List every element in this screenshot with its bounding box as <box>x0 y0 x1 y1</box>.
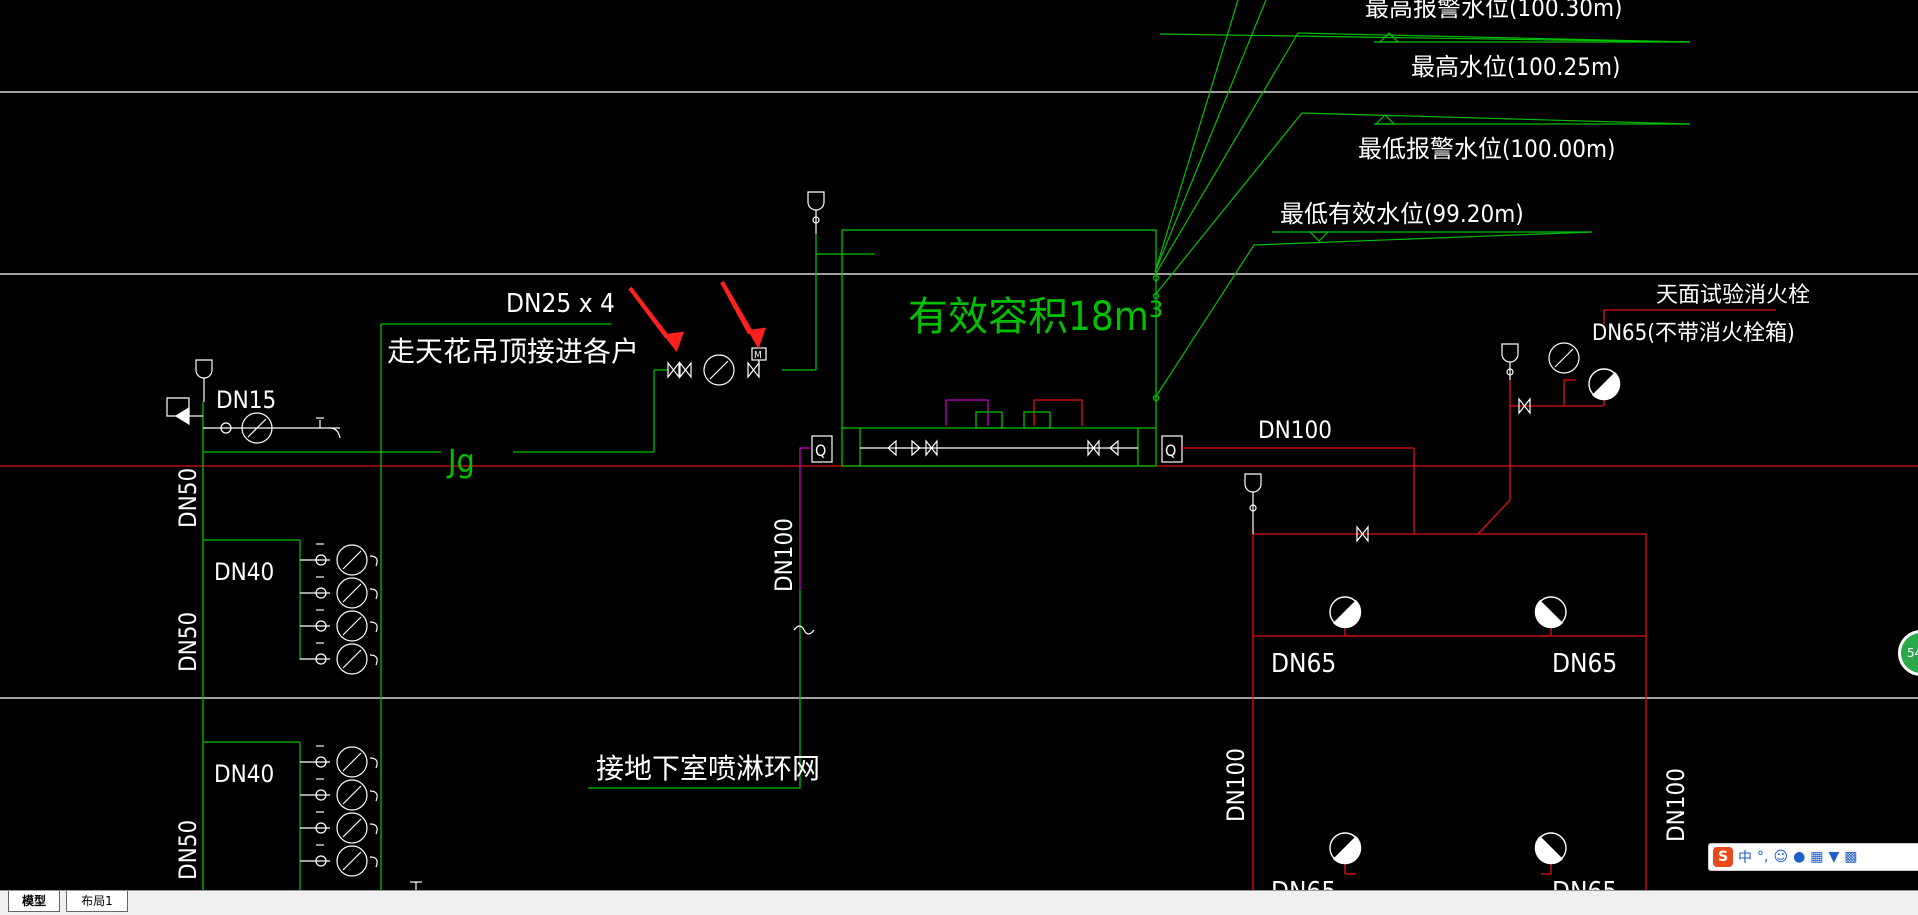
tank-outlet-valves <box>811 435 1183 463</box>
alarm-high-label: 最高报警水位(100.30m) <box>1365 0 1622 22</box>
toolbox-icon[interactable]: ▩ <box>1844 849 1858 865</box>
flow-switch-q-left: Q <box>815 441 826 460</box>
dn65-label-1: DN65 <box>1271 649 1336 679</box>
ime-mode-label[interactable]: 中 <box>1738 850 1752 866</box>
keyboard-icon[interactable]: ▦ <box>1810 849 1824 865</box>
water-level-leaders <box>1154 0 1691 399</box>
jg-pipe-label: Jg <box>446 442 475 480</box>
hydrant-pipeline <box>1182 309 1776 890</box>
tank-internal-pipes <box>945 399 1083 429</box>
tab-model[interactable]: 模型 <box>8 891 60 912</box>
flow-switch-q-right: Q <box>1165 441 1176 460</box>
dn100-right-label: DN100 <box>1662 768 1690 842</box>
min-effective-level-label: 最低有效水位(99.20m) <box>1280 200 1524 228</box>
alarm-low-label: 最低报警水位(100.00m) <box>1358 135 1615 163</box>
dn50-label-3: DN50 <box>174 820 202 880</box>
white-guide-lines <box>0 91 1918 699</box>
dn65-label-4: DN65 <box>1552 877 1617 890</box>
highest-level-label: 最高水位(100.25m) <box>1411 53 1620 81</box>
water-tank <box>816 229 1160 467</box>
inlet-valve-set <box>667 347 767 386</box>
dn40-label-1: DN40 <box>214 558 274 586</box>
dn15-label: DN15 <box>216 386 276 414</box>
sprinkler-feed-pipe <box>588 447 815 789</box>
pointer-arrow-right <box>720 280 766 349</box>
dn65-label-2: DN65 <box>1552 649 1617 679</box>
dn65-no-box-label: DN65(不带消火栓箱) <box>1592 321 1795 346</box>
ime-logo-icon[interactable]: S <box>1713 847 1733 867</box>
meter-group-lower <box>300 745 422 890</box>
dn100-mid-label: DN100 <box>770 518 798 592</box>
dn100-left-label: DN100 <box>1222 748 1250 822</box>
cad-drawing-canvas[interactable]: 最高报警水位(100.30m) 最高水位(100.25m) 最低报警水位(100… <box>0 0 1918 890</box>
microphone-icon[interactable]: ● <box>1793 849 1806 865</box>
hydrant-symbols <box>1329 368 1621 865</box>
left-meter-assembly <box>166 359 341 444</box>
meter-group-upper <box>203 539 378 890</box>
emoji-icon[interactable]: ☺ <box>1773 849 1789 865</box>
tab-layout1[interactable]: 布局1 <box>66 891 128 912</box>
dn50-label-1: DN50 <box>174 468 202 528</box>
tank-volume-label: 有效容积18m³ <box>908 294 1163 340</box>
skin-icon[interactable]: ▼ <box>1828 849 1840 865</box>
inlet-pipeline <box>202 234 817 890</box>
ceiling-route-label: 走天花吊顶接进各户 <box>387 335 639 368</box>
air-vent-top <box>807 191 825 234</box>
roof-hydrant-label: 天面试验消火栓 <box>1656 283 1810 308</box>
dn50-label-2: DN50 <box>174 612 202 672</box>
hydrant-valves <box>1244 342 1580 543</box>
sprinkler-ring-label: 接地下室喷淋环网 <box>596 752 820 785</box>
dn40-label-2: DN40 <box>214 760 274 788</box>
dn25x4-label: DN25 x 4 <box>506 289 615 319</box>
solenoid-m-label: M <box>754 350 762 361</box>
layout-tab-bar: 模型 布局1 <box>0 890 1918 915</box>
ime-punct-label[interactable]: °, <box>1757 849 1769 865</box>
pointer-arrow-left <box>628 286 684 353</box>
dn65-label-3: DN65 <box>1271 877 1336 890</box>
dn100-top-label: DN100 <box>1258 416 1332 444</box>
water-level-markers <box>1272 32 1690 242</box>
ime-toolbar[interactable]: S 中 °, ☺ ● ▦ ▼ ▩ <box>1708 843 1918 871</box>
